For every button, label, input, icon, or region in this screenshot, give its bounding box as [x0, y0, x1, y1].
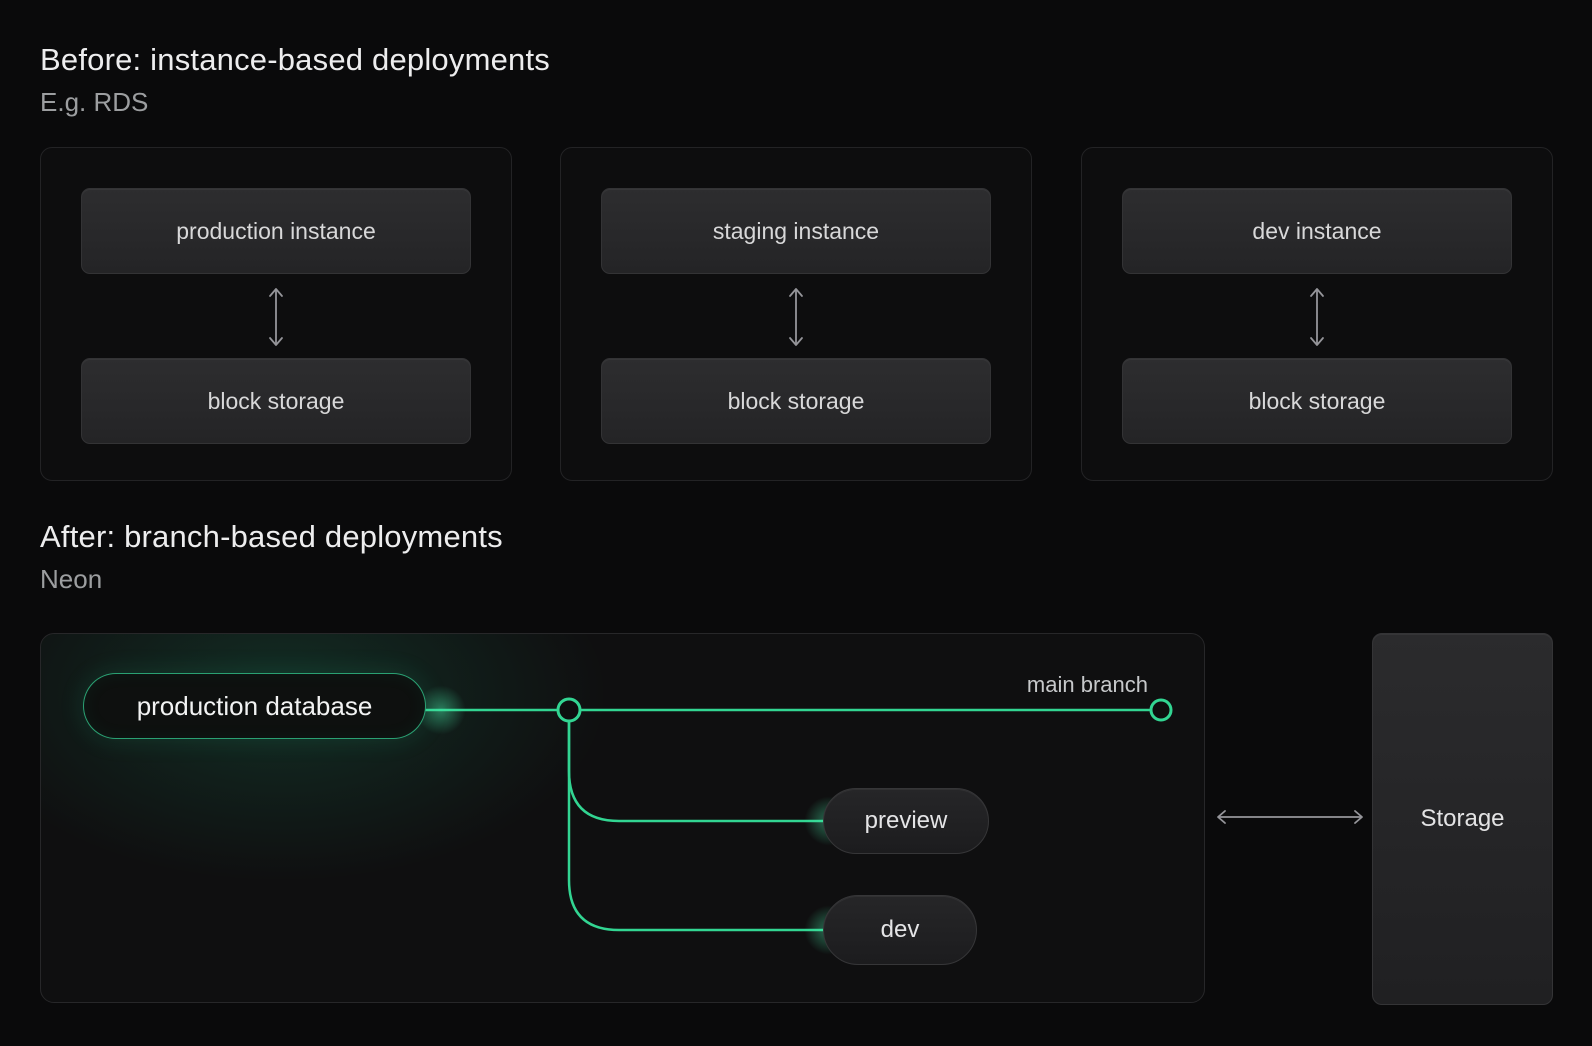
up-down-arrow-icon [269, 288, 283, 346]
instance-box: staging instance [601, 188, 991, 274]
branch-tree-graphic [424, 697, 1173, 932]
before-title: Before: instance-based deployments [40, 42, 550, 77]
instance-box: dev instance [1122, 188, 1512, 274]
instance-box: production instance [81, 188, 471, 274]
before-section-header: Before: instance-based deployments E.g. … [40, 42, 550, 118]
left-right-arrow-icon [1217, 810, 1363, 824]
before-card-staging: staging instance block storage [560, 147, 1032, 481]
block-storage-box: block storage [1122, 358, 1512, 444]
after-panel: production database main branch preview … [40, 633, 1205, 1003]
storage-box: Storage [1372, 633, 1553, 1005]
production-database-label: production database [136, 690, 373, 721]
production-database-pill: production database [83, 673, 426, 739]
before-subtitle: E.g. RDS [40, 86, 149, 117]
dev-branch-line [567, 718, 827, 932]
preview-branch-label: preview [864, 807, 948, 834]
instance-label: staging instance [712, 217, 880, 244]
block-storage-box: block storage [81, 358, 471, 444]
dev-branch-label: dev [880, 916, 920, 943]
up-down-arrow-icon [789, 288, 803, 346]
instance-label: dev instance [1252, 217, 1382, 244]
before-card-production: production instance block storage [40, 147, 512, 481]
block-storage-label: block storage [1248, 387, 1386, 414]
main-branch-label: main branch [1026, 672, 1148, 697]
after-subtitle: Neon [40, 563, 103, 594]
preview-branch-line [567, 718, 827, 823]
branch-end-node [1149, 698, 1173, 722]
branch-point-node [556, 697, 582, 723]
after-title: After: branch-based deployments [40, 519, 503, 554]
block-storage-label: block storage [727, 387, 865, 414]
dev-branch-pill: dev [823, 895, 977, 965]
block-storage-box: block storage [601, 358, 991, 444]
before-card-dev: dev instance block storage [1081, 147, 1553, 481]
instance-label: production instance [176, 217, 376, 244]
storage-label: Storage [1420, 805, 1505, 832]
after-section-header: After: branch-based deployments Neon [40, 519, 503, 595]
preview-branch-pill: preview [823, 788, 989, 854]
up-down-arrow-icon [1310, 288, 1324, 346]
block-storage-label: block storage [207, 387, 345, 414]
